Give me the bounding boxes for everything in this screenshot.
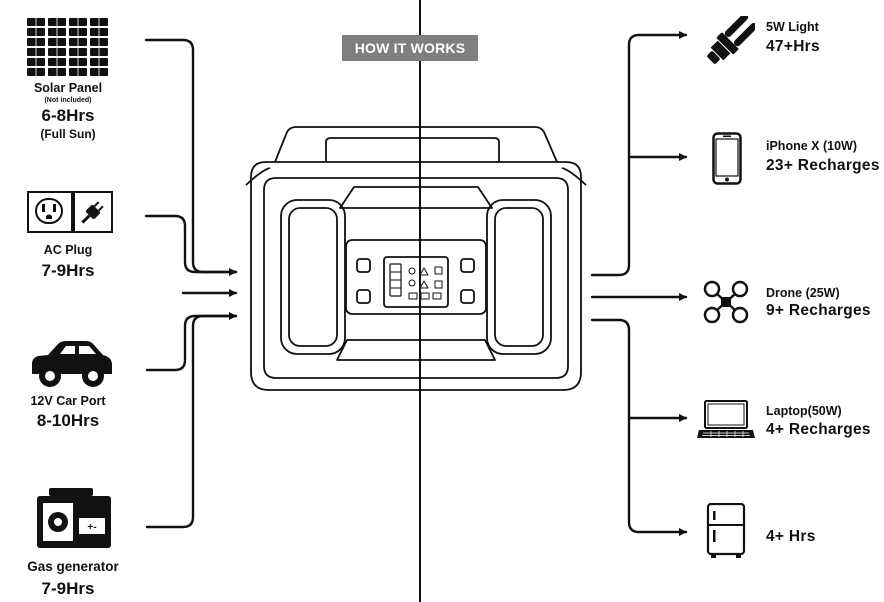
gas-connector-line <box>145 314 238 529</box>
car-port-label: 12V Car Port <box>30 394 106 408</box>
solar-panel-label: Solar Panel <box>33 81 103 95</box>
laptop-value: 4+ Recharges <box>766 421 871 438</box>
car-icon <box>32 341 112 387</box>
solar-panel-note: (Not included) <box>44 97 92 104</box>
refrigerator-icon <box>706 503 746 558</box>
light-value: 47+Hrs <box>766 38 820 55</box>
drone-label: Drone (25W) <box>766 286 840 300</box>
solar-panel-time: 6-8Hrs <box>41 106 95 125</box>
how-it-works-title: HOW IT WORKS <box>342 35 478 61</box>
iphone-value: 23+ Recharges <box>766 157 880 174</box>
light-connector-line <box>590 31 688 277</box>
car-connector-line <box>145 312 238 372</box>
light-bulb-icon <box>707 16 755 64</box>
refrigerator-value: 4+ Hrs <box>766 528 816 545</box>
laptop-icon <box>697 400 755 438</box>
laptop-label: Laptop(50W) <box>766 404 842 418</box>
gas-generator-label: Gas generator <box>27 559 119 574</box>
fridge-connector-line <box>590 318 688 536</box>
ac-plug-label: AC Plug <box>43 243 93 257</box>
svg-text:+-: +- <box>87 522 96 533</box>
power-station-icon <box>245 126 587 391</box>
iphone-label: iPhone X (10W) <box>766 139 857 153</box>
solar-connector-line <box>144 38 238 276</box>
gas-generator-time: 7-9Hrs <box>41 579 95 598</box>
drone-value: 9+ Recharges <box>766 302 871 319</box>
ac-plug-time: 7-9Hrs <box>41 261 95 280</box>
phone-icon <box>712 132 742 185</box>
solar-panel-condition: (Full Sun) <box>40 127 96 141</box>
drone-icon <box>703 280 749 324</box>
ac-plug-icon <box>27 191 113 233</box>
light-label: 5W Light <box>766 20 819 34</box>
gas-generator-icon: +- <box>37 488 111 548</box>
solar-panel-icon <box>27 18 108 76</box>
ac-connector-line <box>144 214 238 274</box>
car-port-time: 8-10Hrs <box>36 411 100 430</box>
